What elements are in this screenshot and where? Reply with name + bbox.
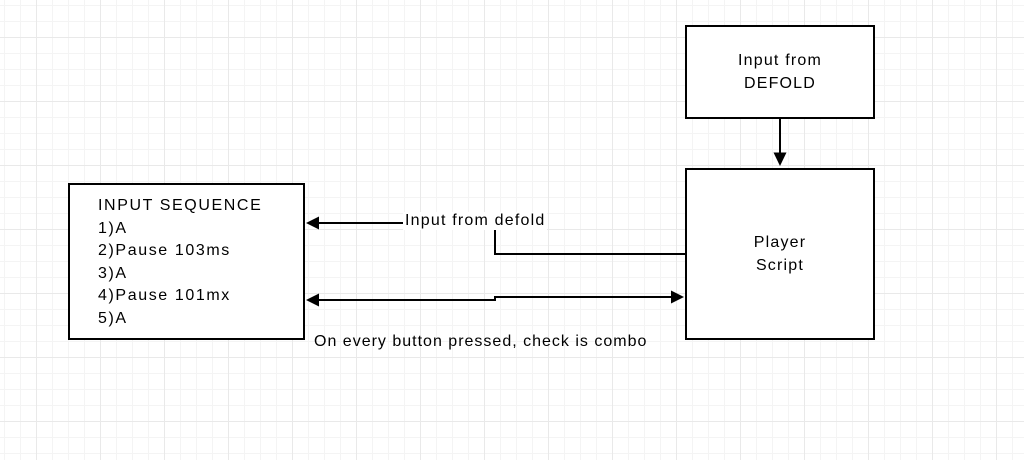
arrowhead-down-icon [773, 152, 787, 166]
node-label-line: DEFOLD [743, 75, 817, 92]
node-input-sequence[interactable]: INPUT SEQUENCE 1)A 2)Pause 103ms 3)A 4)P… [68, 183, 305, 340]
node-input-from-defold[interactable]: Input from DEFOLD [685, 25, 875, 119]
edge-label-combo-check[interactable]: On every button pressed, check is combo [314, 333, 648, 350]
edge-label-input-from-defold[interactable]: Input from defold [403, 212, 548, 230]
edge-defold-to-player[interactable] [773, 119, 787, 166]
sequence-step: 3)A [98, 264, 128, 282]
arrowhead-left-icon [306, 293, 319, 307]
sequence-step: 4)Pause 101mx [98, 287, 231, 304]
sequence-step: 2)Pause 103ms [98, 242, 231, 259]
node-label-line: Input from [737, 52, 823, 69]
sequence-step: 1)A [98, 219, 128, 237]
sequence-step: 5)A [98, 309, 128, 327]
node-label-line: Script [755, 257, 805, 274]
arrowhead-left-icon [306, 216, 319, 230]
node-label-line: Player [753, 234, 807, 251]
arrowhead-right-icon [671, 290, 684, 304]
sequence-title: INPUT SEQUENCE [98, 197, 263, 214]
node-player-script[interactable]: Player Script [685, 168, 875, 340]
edge-combo-check[interactable] [306, 290, 684, 307]
